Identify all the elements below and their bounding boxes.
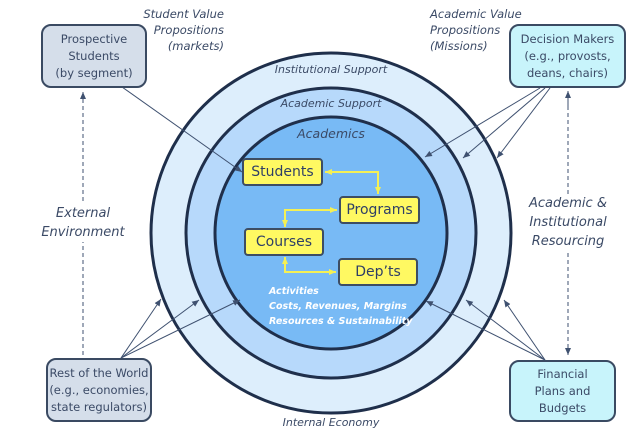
decision-line-3: deans, chairs): [526, 65, 609, 80]
external-line-2: Environment: [41, 225, 125, 240]
student-value-line-3: (markets): [167, 39, 224, 53]
financial-line-3: Budgets: [538, 400, 587, 415]
financial-line-2: Plans and: [534, 383, 591, 398]
arrow-prospective-to-students: [121, 86, 243, 173]
yellow-arrow-programs-courses: [282, 209, 337, 227]
arrow-decision-to-academic-support: [462, 87, 546, 159]
label-academic-value-propositions: Academic Value Propositions (Missions): [430, 6, 522, 54]
core-note-costs: Costs, Revenues, Margins: [269, 301, 407, 312]
box-decision-makers[interactable]: Decision Makers (e.g., provosts, deans, …: [509, 24, 626, 88]
arrow-world-to-institutional: [120, 298, 162, 359]
academic-value-line-3: (Missions): [430, 39, 488, 53]
external-line-1: External: [55, 206, 111, 221]
financial-line-1: Financial: [537, 366, 588, 381]
arrow-world-to-academic-support: [120, 299, 200, 359]
prospective-line-2: Students: [68, 48, 120, 63]
node-depts[interactable]: Dep’ts: [338, 258, 418, 286]
label-student-value-propositions: Student Value Propositions (markets): [140, 6, 224, 54]
node-programs[interactable]: Programs: [339, 196, 420, 224]
core-notes: Activities Costs, Revenues, Margins Reso…: [269, 284, 413, 329]
core-note-activities: Activities: [269, 286, 319, 297]
ring-label-academic-support: Academic Support: [280, 97, 382, 110]
student-value-line-1: Student Value: [143, 7, 224, 21]
arrow-financial-to-academic-support: [465, 299, 546, 361]
prospective-line-1: Prospective: [60, 31, 128, 46]
box-financial-plans[interactable]: Financial Plans and Budgets: [509, 360, 616, 422]
arrow-financial-to-academics: [425, 300, 546, 361]
arrow-world-to-academics: [120, 299, 241, 359]
resourcing-line-1: Academic &: [529, 196, 607, 211]
label-resourcing: Academic & Institutional Resourcing: [523, 194, 613, 251]
label-external-environment: External Environment: [33, 204, 133, 242]
resourcing-line-2: Institutional: [529, 215, 607, 230]
student-value-line-2: Propositions: [153, 23, 224, 37]
resourcing-line-3: Resourcing: [531, 234, 605, 249]
decision-line-2: (e.g., provosts,: [524, 48, 611, 63]
prospective-line-3: (by segment): [55, 65, 133, 80]
decision-line-1: Decision Makers: [520, 31, 615, 46]
academic-value-line-2: Propositions: [430, 23, 501, 37]
core-note-resources: Resources & Sustainability: [269, 316, 413, 327]
ring-label-institutional-support: Institutional Support: [274, 63, 388, 76]
world-line-1: Rest of the World: [49, 365, 149, 380]
arrow-financial-to-institutional: [503, 299, 546, 361]
yellow-arrow-students-programs: [326, 171, 381, 194]
internal-economy-label: Internal Economy: [282, 416, 380, 429]
world-line-2: (e.g., economies,: [49, 382, 149, 397]
arrow-decision-to-academics: [424, 87, 541, 158]
arrow-decision-to-institutional: [496, 87, 551, 159]
ring-label-academics: Academics: [297, 126, 365, 141]
box-prospective-students[interactable]: Prospective Students (by segment): [41, 24, 147, 88]
node-courses[interactable]: Courses: [244, 228, 324, 256]
academic-value-line-1: Academic Value: [430, 7, 522, 21]
box-rest-of-world[interactable]: Rest of the World (e.g., economies, stat…: [46, 358, 152, 422]
world-line-3: state regulators): [51, 399, 147, 414]
node-students[interactable]: Students: [242, 158, 323, 186]
